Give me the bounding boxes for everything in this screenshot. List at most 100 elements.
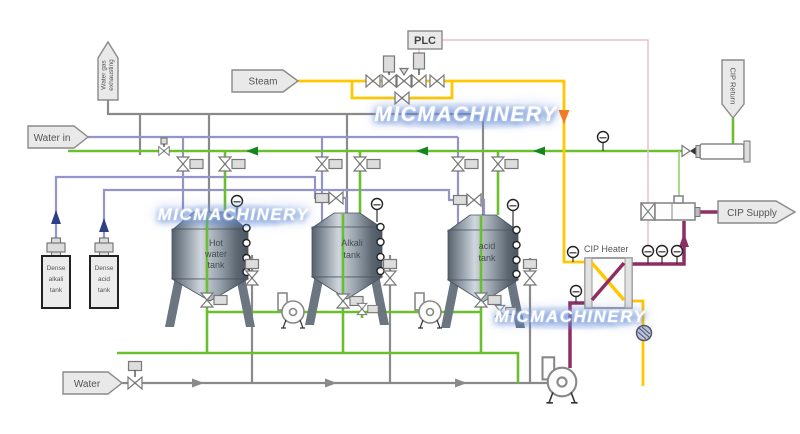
- tank-leg: [305, 275, 324, 325]
- valve-actuator: [213, 294, 228, 306]
- valve-icon: [494, 304, 506, 318]
- green-flow-arrow: [416, 146, 428, 156]
- valve-actuator: [314, 192, 330, 204]
- nozzle-icon: [512, 255, 521, 265]
- green-flow-arrow: [533, 146, 545, 156]
- gauge-icon: [655, 244, 669, 258]
- valve-actuator: [244, 258, 260, 270]
- gauge-icon: [566, 245, 580, 259]
- can-label: tank: [98, 287, 111, 294]
- valve-actuator: [231, 158, 246, 170]
- plc-box: [407, 30, 443, 50]
- valve-actuator: [366, 158, 381, 170]
- valve-actuator: [382, 55, 396, 73]
- actuated-valve-icon: [315, 156, 329, 172]
- gauge-icon: [670, 244, 684, 258]
- can-body: [41, 255, 71, 309]
- cip-return-filter: [681, 140, 751, 163]
- valve-actuator: [452, 194, 468, 206]
- actuated-valve-icon: [218, 156, 232, 172]
- green-cip-pipes: [68, 118, 735, 383]
- valve-actuator: [464, 158, 479, 170]
- actuated-valve-icon: [411, 74, 427, 88]
- filter-body: [699, 143, 745, 160]
- tank3-label: tank: [478, 253, 496, 263]
- can-label: Dense: [47, 265, 66, 272]
- gauge-icon: [569, 284, 583, 298]
- can-label: acid: [98, 276, 110, 283]
- can-label: alkali: [49, 276, 64, 283]
- actuated-valve-icon: [328, 191, 344, 205]
- actuated-valve-icon: [127, 376, 143, 390]
- dense-acid-can: Dense acid tank: [89, 237, 119, 309]
- pink-signal-lines: [418, 39, 649, 246]
- cip-supply-tag: [717, 200, 797, 224]
- cip-supply-unit: [640, 195, 701, 221]
- steam-condensate: [626, 299, 645, 386]
- steam-tag-label: Steam: [249, 77, 278, 88]
- magenta-flow-arrow: [679, 233, 689, 247]
- orange-flow-arrow: [558, 110, 570, 124]
- pump-to-heater: [568, 301, 586, 368]
- valve-icon: [365, 74, 381, 88]
- motor-cross: [640, 202, 656, 221]
- gauge-icon: [596, 130, 610, 144]
- valve-actuator: [504, 158, 519, 170]
- cip-heater: CIP Heater: [584, 244, 633, 309]
- can-cap-icon: [94, 242, 114, 253]
- tank-body: [447, 229, 519, 281]
- dense-alkali-line: [54, 175, 348, 238]
- exhaust-tag-labels: Water gas exhausting: [101, 59, 116, 91]
- tank3-label: acid: [479, 241, 496, 251]
- cip-pass: [590, 261, 626, 302]
- exhaust-tag-label: exhausting: [108, 59, 115, 91]
- alkali-tank: [305, 212, 389, 325]
- heater-to-supply-unit: [631, 221, 686, 266]
- plate-pack: [584, 257, 593, 309]
- nozzle-icon: [376, 252, 385, 262]
- dense-acid-line: [102, 188, 486, 238]
- gray-flow-arrow: [455, 378, 467, 388]
- nozzle-icon: [512, 225, 521, 235]
- flow-tags: Steam Water in Water CIP Supply CIP Retu…: [27, 30, 797, 395]
- valve-actuator: [127, 360, 143, 372]
- valve-actuator: [189, 158, 204, 170]
- actuated-valve-icon: [451, 156, 465, 172]
- actuator-stem: [388, 69, 420, 75]
- filter-flange: [743, 140, 751, 163]
- unit-body: [654, 202, 696, 221]
- valve-icon: [356, 302, 368, 316]
- unit-top-port: [673, 195, 684, 204]
- valve-icon: [158, 146, 170, 156]
- water-tag: [62, 371, 124, 395]
- pump-icon: [414, 292, 443, 329]
- nozzle-icon: [376, 237, 385, 247]
- cip-return-tag: [721, 59, 745, 120]
- valve-actuator: [412, 52, 426, 70]
- temp-sensor-icon: [641, 244, 655, 258]
- steam-tag: [231, 69, 300, 93]
- nozzle-icon: [512, 240, 521, 250]
- water-in-tag: [27, 125, 90, 149]
- tank-bottom-cone: [170, 278, 250, 302]
- tank1-label: water: [204, 249, 227, 259]
- filter-flange: [695, 145, 701, 158]
- valves: [127, 52, 538, 390]
- can-cap-icon: [46, 242, 66, 253]
- tank2-label: Alkali: [341, 238, 363, 248]
- tank-leg: [165, 277, 184, 327]
- cip-supply-tag-label: CIP Supply: [727, 208, 777, 219]
- actuated-valve-icon: [491, 156, 505, 172]
- valve-icon: [429, 74, 445, 88]
- unit-flange: [694, 207, 701, 217]
- safety-valve-bonnet: [398, 67, 410, 77]
- gray-flow-arrow: [325, 378, 337, 388]
- valve-icon: [394, 91, 410, 105]
- tank-bottom-cone: [310, 276, 384, 300]
- exhaust-tag-label: Water gas: [101, 60, 108, 90]
- valve-actuator: [522, 258, 538, 270]
- cip-pump-icon: [541, 356, 579, 404]
- tank-leg: [370, 275, 389, 325]
- green-bottom-header: [117, 351, 520, 383]
